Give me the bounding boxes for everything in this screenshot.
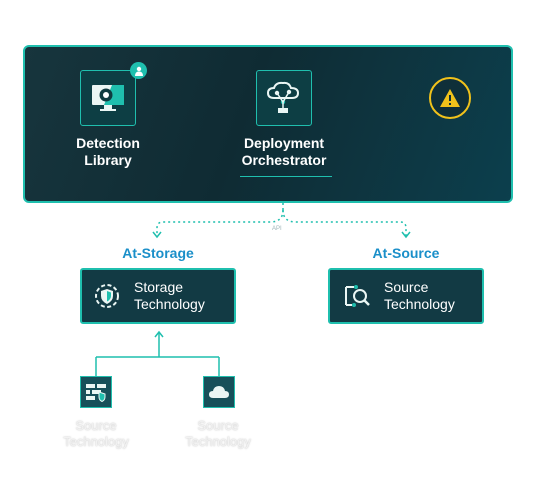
warning-icon (440, 89, 460, 107)
user-icon (130, 62, 147, 79)
cloud-network-icon (266, 81, 300, 113)
detection-library-title: Detection Library (58, 135, 158, 169)
cloud-node[interactable] (203, 376, 235, 408)
api-label: API (272, 226, 282, 232)
child2-line2: Technology (185, 434, 251, 449)
storage-technology-box[interactable]: Storage Technology (80, 268, 236, 324)
storage-technology-text: Storage Technology (134, 279, 205, 313)
storage-text-line2: Technology (134, 296, 205, 312)
orchestrator-title: Deployment Orchestrator (228, 135, 340, 169)
cloud-icon (209, 386, 229, 398)
storage-text-line1: Storage (134, 279, 184, 295)
child1-line1: Source (75, 418, 117, 433)
child-source-technology-1: Source Technology (46, 418, 146, 450)
deployment-orchestrator-node[interactable] (256, 70, 312, 126)
firewall-node[interactable] (80, 376, 112, 408)
detection-library-node[interactable] (80, 70, 136, 126)
monitor-eye-icon (92, 85, 124, 111)
at-storage-label: At-Storage (122, 245, 194, 261)
detection-title-line2: Library (84, 152, 132, 168)
detection-title-line1: Detection (76, 135, 140, 151)
source-technology-box[interactable]: Source Technology (328, 268, 484, 324)
child2-line1: Source (197, 418, 239, 433)
orchestrator-title-line2: Orchestrator (241, 152, 327, 168)
child-source-technology-2: Source Technology (168, 418, 268, 450)
child1-line2: Technology (63, 434, 129, 449)
shield-gear-icon (95, 284, 119, 308)
orchestrator-underline (240, 176, 332, 177)
source-technology-text: Source Technology (384, 279, 455, 313)
source-text-line1: Source (384, 279, 429, 295)
source-text-line2: Technology (384, 296, 455, 312)
orchestrator-title-line1: Deployment (243, 135, 325, 151)
at-source-label: At-Source (372, 245, 440, 261)
warning-node[interactable] (429, 77, 471, 119)
firewall-icon (86, 384, 106, 402)
circuit-search-icon (345, 285, 370, 307)
